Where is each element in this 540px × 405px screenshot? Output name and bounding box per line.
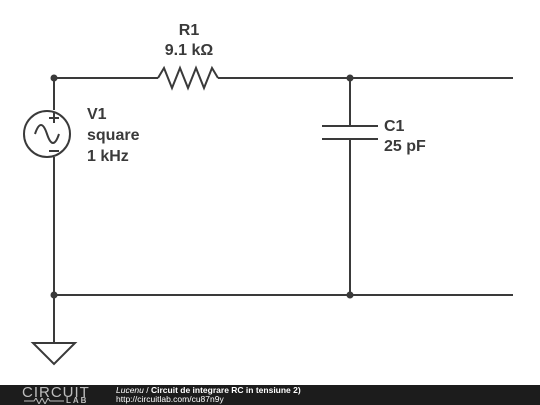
circuit-title: Circuit de integrare RC in tensiune 2) — [150, 385, 301, 395]
c1-name-label: C1 — [384, 118, 405, 135]
v1-frequency-label: 1 kHz — [87, 148, 129, 165]
node-bottom-cap — [346, 291, 354, 299]
footer-bar: CIRCUIT LAB Lucenu / Circuit de integrar… — [0, 384, 540, 405]
circuitlab-logo[interactable]: CIRCUIT LAB — [22, 384, 102, 405]
node-bottom-left — [50, 291, 58, 299]
logo-wire-icon — [24, 398, 64, 404]
author-link[interactable]: Lucenu — [116, 385, 144, 395]
sine-wave-icon — [34, 124, 60, 144]
node-top-cap — [346, 74, 354, 82]
c1-value-label: 25 pF — [384, 138, 426, 155]
logo-circuit-text: CIRCUIT — [22, 384, 90, 401]
ground-icon — [30, 342, 78, 366]
footer-title-line: Lucenu / Circuit de integrare RC in tens… — [116, 386, 301, 395]
logo-lab-text: LAB — [66, 396, 89, 405]
voltage-source-v1 — [23, 110, 71, 158]
r1-name-label: R1 — [179, 22, 200, 39]
node-top-left — [50, 74, 58, 82]
resistor-r1 — [157, 65, 219, 91]
circuit-url[interactable]: http://circuitlab.com/cu87n9y — [116, 394, 224, 404]
circuit-schematic: R1 9.1 kΩ C1 25 pF V1 square 1 kHz — [23, 22, 513, 366]
footer-info: Lucenu / Circuit de integrare RC in tens… — [116, 386, 301, 404]
v1-waveform-label: square — [87, 127, 140, 144]
title-separator: / — [143, 385, 151, 395]
r1-value-label: 9.1 kΩ — [165, 42, 214, 59]
v1-name-label: V1 — [87, 106, 107, 123]
